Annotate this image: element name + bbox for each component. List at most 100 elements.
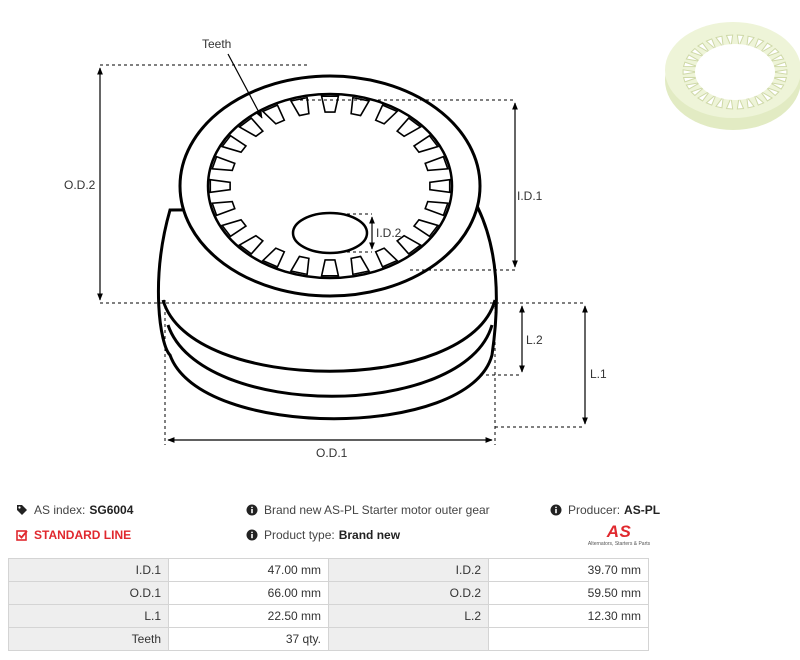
photo-gear-tooth [736,34,745,48]
spec-value: 22.50 mm [168,604,329,628]
checkbox-icon [16,530,28,541]
product-type-value: Brand new [338,528,401,542]
gear-tooth [211,155,236,172]
gear-tooth [209,178,231,194]
table-row: I.D.1 47.00 mm I.D.2 39.70 mm [8,558,649,582]
photo-gear-tooth [746,94,755,109]
product-description: Brand new AS-PL Starter motor outer gear [246,503,494,517]
spec-key: Teeth [8,627,169,651]
spec-key: L.2 [328,604,489,628]
gear-center-bore [291,211,369,255]
spec-value: 37 qty. [168,627,329,651]
photo-gear-tooth [696,42,710,54]
label-id2: I.D.2 [376,226,402,240]
info-circle-icon [246,529,258,541]
as-index-value: SG6004 [89,503,134,517]
dimension-arrows [97,53,588,443]
logo-mark: AS [606,522,632,541]
gear-tooth [350,255,371,276]
photo-gear-tooth [753,38,765,50]
label-od2: O.D.2 [64,178,96,192]
gear-tooth [261,104,286,125]
gear-tooth [412,218,440,238]
spec-key: I.D.1 [8,558,169,582]
standard-line-text: STANDARD LINE [34,528,132,542]
table-row: O.D.1 66.00 mm O.D.2 59.50 mm [8,581,649,605]
photo-gear-tooth [682,76,698,83]
photo-gear-tooth [725,34,734,48]
gear-tooth [220,134,248,154]
photo-gear-tooth [705,94,717,106]
spec-key: O.D.1 [8,581,169,605]
photo-gear-tooth [682,61,698,68]
spec-value: 66.00 mm [168,581,329,605]
product-type: Product type: Brand new [246,528,400,542]
table-row: L.1 22.50 mm L.2 12.30 mm [8,604,649,628]
spec-value: 12.30 mm [488,604,649,628]
photo-gear-tooth [685,82,701,90]
dimension-extension-lines [100,64,585,445]
photo-gear-tooth [760,90,774,102]
photo-gear-tooth [769,82,785,90]
info-row-1: AS index: SG6004 Brand new AS-PL Starter… [0,503,800,523]
spec-value: 59.50 mm [488,581,649,605]
gear-tooth [261,247,286,268]
gear-tooth [320,259,340,277]
product-photo [665,22,800,130]
gear-tooth [374,247,399,268]
spec-key: I.D.2 [328,558,489,582]
photo-gear-tooth [690,86,705,97]
gear-technical-drawing: Teeth O.D.2 I.D.1 I.D.2 L.2 L.1 O.D.1 [64,22,800,460]
photo-gear-tooth [715,35,724,50]
label-l1: L.1 [590,367,607,381]
tag-icon [17,505,27,515]
table-row: Teeth 37 qty. [8,627,649,651]
gear-tooth [424,155,449,172]
photo-gear-tooth [725,96,734,110]
photo-gear-tooth [772,69,788,75]
photo-gear-tooth [685,54,701,62]
gear-tooth [320,95,340,113]
as-pl-logo: AS Alternators, Starters & Parts [584,523,654,553]
spec-value: 47.00 mm [168,558,329,582]
spec-value: 39.70 mm [488,558,649,582]
info-circle-icon [246,504,258,516]
photo-gear-tooth [736,96,745,110]
gear-tooth [395,234,423,256]
product-type-label: Product type: [264,528,335,542]
spec-key: L.1 [8,604,169,628]
label-od1: O.D.1 [316,446,348,460]
as-index-label: AS index: [34,503,86,517]
spec-key: O.D.2 [328,581,489,605]
gear-tooth [350,96,371,117]
photo-gear-tooth [696,90,710,102]
producer: Producer: AS-PL [550,503,660,517]
label-teeth: Teeth [202,37,231,51]
info-circle-icon [550,504,562,516]
gear-tooth [412,134,440,154]
photo-gear-tooth [753,94,765,106]
photo-gear-tooth [690,47,705,58]
gear-tooth [289,96,310,117]
photo-gear-tooth [682,69,698,75]
label-l2: L.2 [526,333,543,347]
photo-gear-tooth [705,38,717,50]
gear-tooth [237,234,265,256]
photo-gear-tooth [765,86,780,97]
gear-tooth [374,104,399,125]
photo-gear-tooth [772,76,788,83]
spec-table: I.D.1 47.00 mm I.D.2 39.70 mm O.D.1 66.0… [8,558,649,651]
photo-gear-tooth [746,35,755,50]
gear-tooth [429,178,451,194]
label-id1: I.D.1 [517,189,543,203]
logo-tagline: Alternators, Starters & Parts [587,541,651,547]
producer-value: AS-PL [624,503,661,517]
gear-tooth [289,255,310,276]
as-index: AS index: SG6004 [16,503,133,517]
info-row-2: STANDARD LINE Product type: Brand new [0,528,800,548]
gear-tooth [220,218,248,238]
gear-inner-teeth [209,95,451,277]
spec-key [328,627,489,651]
standard-line: STANDARD LINE [16,528,131,542]
photo-gear-tooth [760,42,774,54]
